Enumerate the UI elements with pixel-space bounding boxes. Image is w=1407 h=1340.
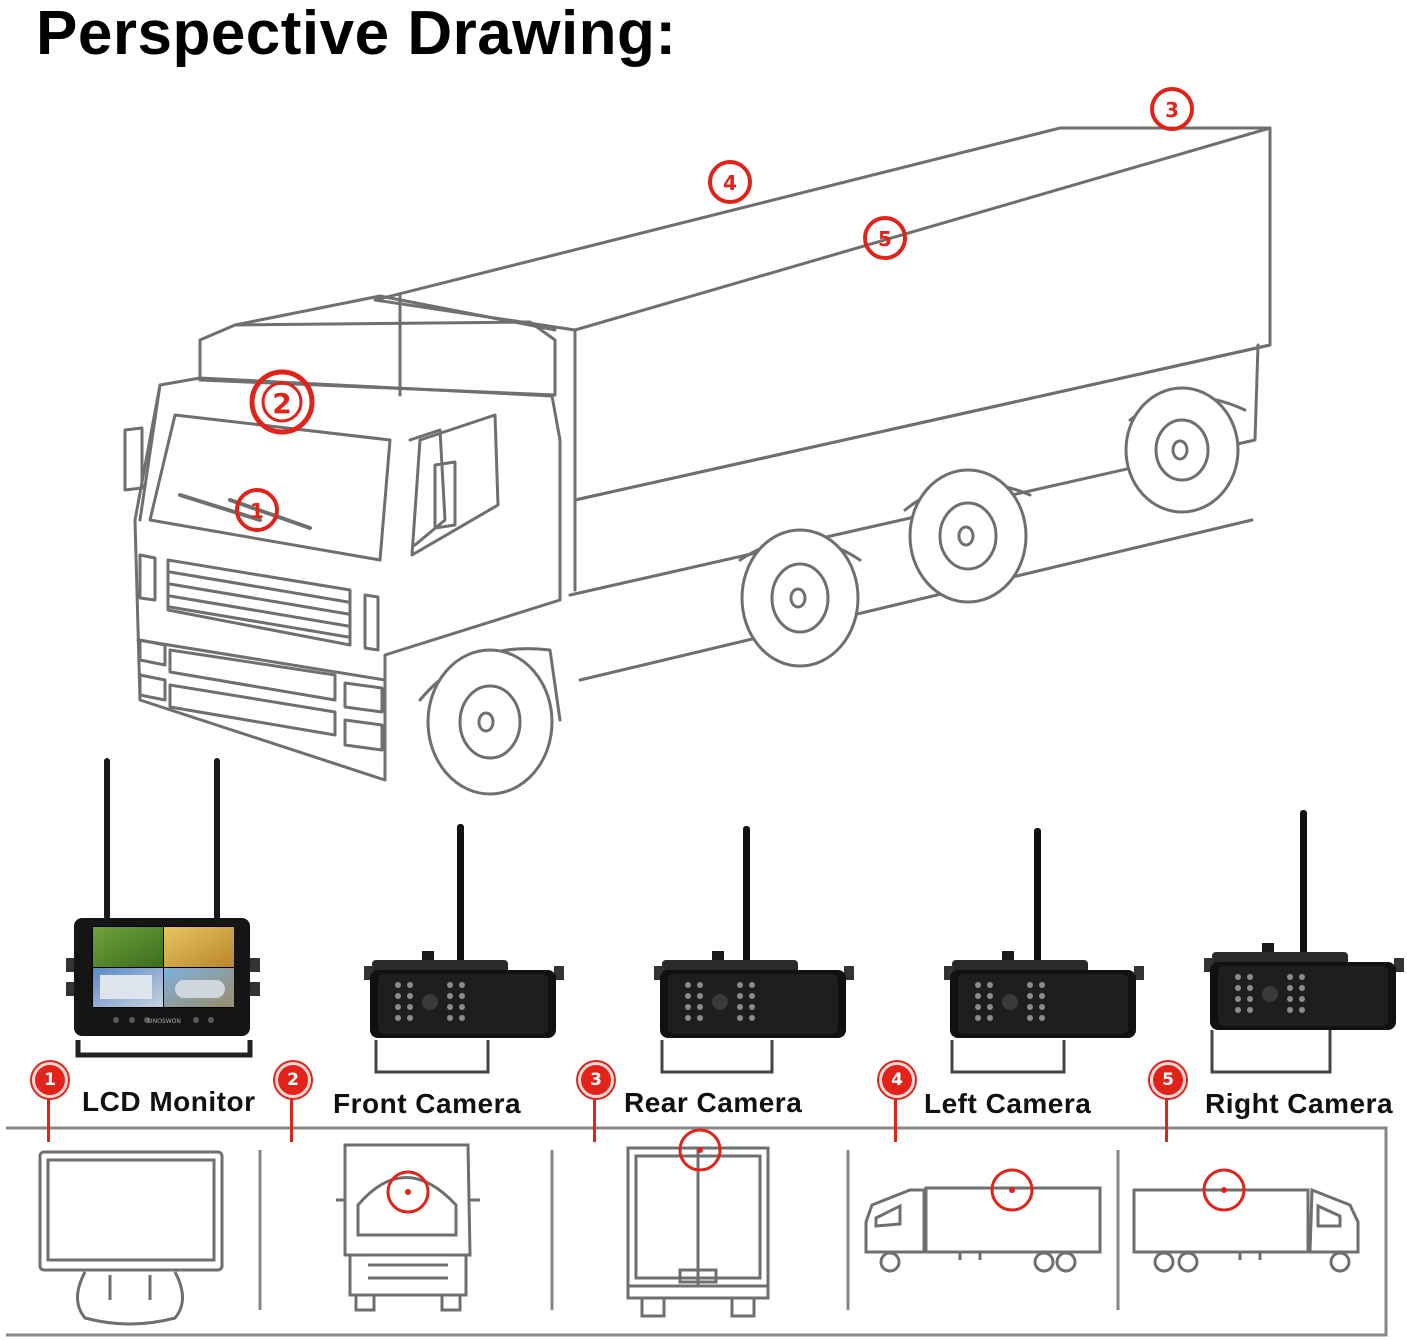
rear-camera-label: Rear Camera xyxy=(624,1087,803,1118)
camera-images xyxy=(364,810,1404,1074)
pin-2 xyxy=(290,1094,293,1142)
marker-1: 1 xyxy=(250,499,264,523)
truck-drawing xyxy=(123,126,1272,782)
page-title: Perspective Drawing: xyxy=(36,0,677,68)
left-camera-label: Left Camera xyxy=(924,1088,1092,1119)
truck-markers xyxy=(235,87,1194,532)
marker-2: 2 xyxy=(272,387,291,420)
right-view-sketch xyxy=(1132,1187,1360,1273)
marker-5: 5 xyxy=(878,227,892,251)
lcd-monitor-label: LCD Monitor xyxy=(82,1086,256,1117)
left-view-sketch xyxy=(864,1186,1102,1273)
component-number-4: 4 xyxy=(879,1062,915,1098)
monitor-sketch xyxy=(38,1150,224,1326)
component-number-2: 2 xyxy=(275,1062,311,1098)
front-camera-label: Front Camera xyxy=(333,1088,522,1119)
front-view-sketch xyxy=(336,1143,480,1312)
lcd-monitor-image: SINOSWON xyxy=(66,758,260,1058)
pin-4 xyxy=(894,1094,897,1142)
component-number-3: 3 xyxy=(578,1062,614,1098)
component-number-1: 1 xyxy=(32,1062,68,1098)
right-camera-label: Right Camera xyxy=(1205,1088,1394,1119)
monitor-brand: SINOSWON xyxy=(147,1018,181,1025)
panel-markers xyxy=(386,1128,1246,1214)
pin-3 xyxy=(593,1094,596,1142)
rear-view-sketch xyxy=(626,1146,770,1318)
pin-5 xyxy=(1165,1094,1168,1142)
component-number-5: 5 xyxy=(1150,1062,1186,1098)
pin-1 xyxy=(47,1094,50,1142)
marker-3: 3 xyxy=(1165,98,1179,122)
marker-4: 4 xyxy=(723,171,737,195)
installation-panel xyxy=(6,1126,1388,1337)
